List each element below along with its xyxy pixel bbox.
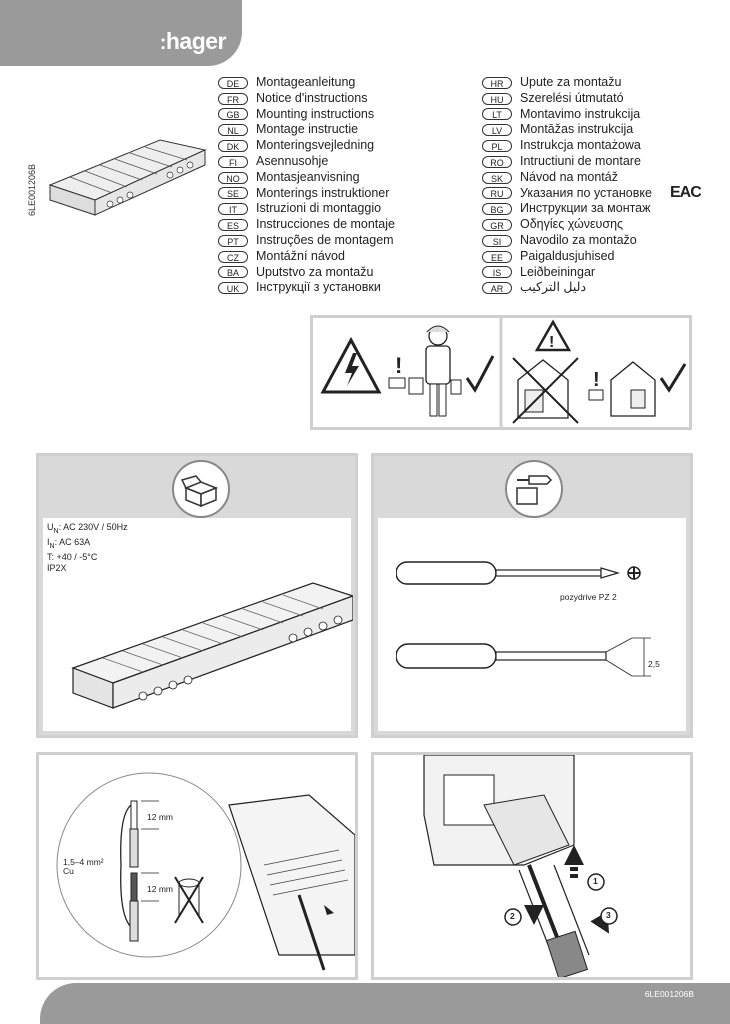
- wire-preparation-illustration: [56, 772, 355, 971]
- brand-logo: :hager: [159, 28, 227, 54]
- flat-screwdriver-illustration: [396, 637, 651, 677]
- svg-text:!: !: [593, 369, 600, 391]
- panel-body: pozydrive PZ 2 2,5: [378, 518, 686, 731]
- blade-width-label: 2,5: [648, 659, 660, 669]
- strip-length-top: 12 mm: [147, 812, 173, 822]
- step-2-label: 2: [510, 911, 515, 921]
- wire-insertion-illustration: [423, 755, 618, 977]
- checkmark-icon: [465, 355, 495, 393]
- eac-mark: EAC: [670, 184, 702, 201]
- spec-rated-current: IN: AC 63A: [47, 536, 91, 550]
- header-tab: :hager: [0, 0, 242, 66]
- strip-length-bottom: 12 mm: [147, 884, 173, 894]
- safety-warning-panel: ! ! !: [310, 315, 692, 430]
- spec-temperature: T: +40 / -5°C: [47, 551, 98, 562]
- panel-body: UN: AC 230V / 50Hz IN: AC 63A T: +40 / -…: [43, 518, 353, 731]
- electrician-warning-illustration: ! ! !: [320, 318, 687, 427]
- cross-icon: [512, 357, 579, 424]
- wire-insertion-panel: 1 2 3: [371, 752, 693, 980]
- product-illustration: [71, 582, 353, 709]
- wire-preparation-panel: 12 mm 12 mm 1,5–4 mm² Cu: [36, 752, 358, 980]
- wrench-icon: [505, 460, 563, 518]
- spec-ip-rating: IP2X: [47, 562, 67, 573]
- spec-rated-voltage: UN: AC 230V / 50Hz: [47, 522, 128, 535]
- warning-icon: !: [395, 353, 402, 378]
- footer-doc-id: 6LE001206B: [644, 989, 694, 999]
- doc-id-vertical: 6LE001206B: [27, 163, 37, 217]
- svg-text:!: !: [549, 334, 554, 351]
- step-3-label: 3: [606, 910, 611, 920]
- screwdriver-icon: [396, 561, 641, 585]
- cross-section-label: 1,5–4 mm² Cu: [63, 857, 104, 876]
- footer-bar: 6LE001206B: [40, 983, 730, 1024]
- step-1-label: 1: [593, 876, 598, 886]
- tools-panel: pozydrive PZ 2 2,5: [371, 453, 693, 738]
- spec-list: UN: AC 230V / 50Hz IN: AC 63A T: +40 / -…: [47, 522, 128, 574]
- product-thumbnail: [48, 139, 207, 216]
- pozidrive-label: pozydrive PZ 2: [560, 592, 617, 602]
- product-specs-panel: UN: AC 230V / 50Hz IN: AC 63A T: +40 / -…: [36, 453, 358, 738]
- box-icon: [172, 460, 230, 518]
